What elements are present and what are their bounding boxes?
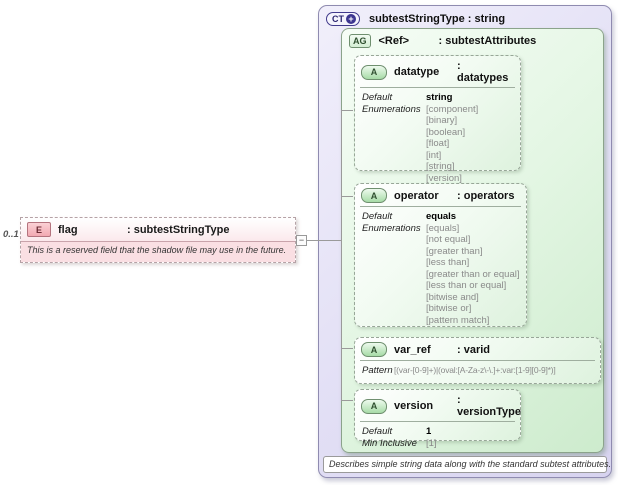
enumeration-value: [bitwise and] [426, 291, 479, 303]
attribute-badge: A [361, 342, 387, 357]
complex-type-title: subtestStringType : string [369, 13, 506, 25]
attribute-title-row: A version : versionType [355, 390, 521, 420]
facet-row-default: Default equals [362, 211, 521, 223]
facet-row-enumerations: Enumerations [equals][not equal][greater… [362, 223, 521, 327]
tree-trunk-line [341, 110, 342, 401]
facet-label: Default [362, 92, 393, 103]
attribute-badge: A [361, 398, 387, 414]
attribute-version[interactable]: A version : versionType Default 1 Min In… [354, 389, 521, 449]
enumeration-value: [component] [426, 103, 479, 115]
complex-type-badge: CT + [326, 12, 360, 26]
connector-line [307, 240, 341, 241]
enumeration-value: [not equal] [426, 234, 471, 245]
complex-type-annotation: Describes simple string data along with … [323, 456, 611, 473]
facet-label: Min Inclusive [362, 437, 417, 449]
element-badge: E [27, 222, 51, 237]
enumeration-value: [version] [426, 172, 462, 184]
facet-table: Default equals Enumerations [equals][not… [360, 206, 521, 328]
attribute-type: : varid [457, 343, 491, 356]
facet-label: Default [362, 211, 393, 222]
facet-row-default: Default 1 [362, 426, 515, 438]
cardinality-label: 0..1 [3, 229, 19, 240]
facet-label: Enumerations [362, 222, 421, 234]
attribute-name: operator [394, 189, 439, 202]
enumeration-value: [bitwise or] [426, 303, 472, 314]
attribute-title-row: A operator : operators [355, 184, 526, 205]
attribute-name: datatype [394, 66, 440, 78]
facet-value: [(var-[0-9]+)|(oval:[A-Za-z\-\.]+:var:[1… [394, 365, 556, 375]
facet-table: Default string Enumerations [component][… [360, 87, 515, 186]
facet-row-pattern: Pattern [(var-[0-9]+)|(oval:[A-Za-z\-\.]… [362, 365, 595, 377]
element-flag[interactable]: E flag : subtestStringType This is a res… [20, 217, 296, 263]
facet-table: Default 1 Min Inclusive [1] [360, 421, 515, 451]
facet-row-default: Default string [362, 92, 515, 104]
enumeration-value: [boolean] [426, 126, 466, 138]
enumeration-value: [binary] [426, 115, 458, 126]
facet-value: [1] [426, 437, 437, 449]
attribute-name: version [394, 400, 434, 412]
attribute-operator[interactable]: A operator : operators Default equals En… [354, 183, 527, 327]
complex-type-header: CT + subtestStringType : string [319, 6, 611, 26]
complex-type-badge-label: CT [332, 14, 344, 24]
element-title-row: E flag : subtestStringType [21, 218, 295, 242]
attribute-badge: A [361, 188, 387, 203]
enumeration-values: [component][binary][boolean][float][int]… [426, 104, 478, 185]
facet-value: string [426, 92, 453, 103]
facet-row-min-inclusive: Min Inclusive [1] [362, 438, 515, 450]
attribute-name: var_ref [394, 343, 431, 356]
attribute-title-row: A datatype : datatypes [355, 56, 520, 86]
collapse-handle[interactable]: − [296, 235, 307, 246]
plus-icon: + [346, 14, 356, 24]
element-annotation: This is a reserved field that the shadow… [21, 242, 295, 262]
enumeration-value: [string] [426, 161, 455, 172]
attribute-group-badge: AG [349, 34, 371, 48]
element-name: flag [58, 223, 78, 236]
enumeration-value: [int] [426, 149, 442, 161]
attribute-datatype[interactable]: A datatype : datatypes Default string En… [354, 55, 521, 184]
enumeration-value: [pattern match] [426, 314, 490, 326]
tree-branch-line [342, 400, 353, 401]
facet-table: Pattern [(var-[0-9]+)|(oval:[A-Za-z\-\.]… [360, 360, 595, 379]
attribute-group-type: : subtestAttributes [438, 35, 537, 47]
attribute-group-header: AG <Ref> : subtestAttributes [342, 29, 603, 48]
enumeration-value: [greater than] [426, 245, 483, 257]
facet-value: 1 [426, 426, 432, 437]
tree-branch-line [342, 348, 353, 349]
tree-branch-line [342, 196, 353, 197]
attribute-group-name: <Ref> [378, 35, 410, 47]
tree-branch-line [342, 110, 353, 111]
attribute-group-box[interactable]: AG <Ref> : subtestAttributes A datatype … [341, 28, 604, 453]
attribute-type: : operators [457, 189, 515, 202]
attribute-type: : versionType [457, 394, 521, 418]
attribute-title-row: A var_ref : varid [355, 338, 600, 359]
enumeration-value: [equals] [426, 222, 460, 234]
minus-icon: − [298, 235, 305, 245]
attribute-var-ref[interactable]: A var_ref : varid Pattern [(var-[0-9]+)|… [354, 337, 601, 384]
facet-label: Pattern [362, 365, 393, 376]
enumeration-value: [greater than or equal] [426, 268, 520, 280]
enumeration-value: [float] [426, 138, 450, 149]
facet-row-enumerations: Enumerations [component][binary][boolean… [362, 104, 515, 185]
attribute-badge: A [361, 64, 387, 80]
enumeration-value: [less than] [426, 257, 470, 268]
facet-label: Enumerations [362, 103, 421, 115]
facet-value: equals [426, 211, 457, 222]
enumeration-value: [less than or equal] [426, 280, 507, 291]
facet-label: Default [362, 426, 393, 437]
complex-type-box[interactable]: CT + subtestStringType : string AG <Ref>… [318, 5, 612, 478]
element-type: : subtestStringType [127, 223, 230, 236]
enumeration-values: [equals][not equal][greater than][less t… [426, 223, 519, 327]
attribute-type: : datatypes [457, 60, 509, 84]
